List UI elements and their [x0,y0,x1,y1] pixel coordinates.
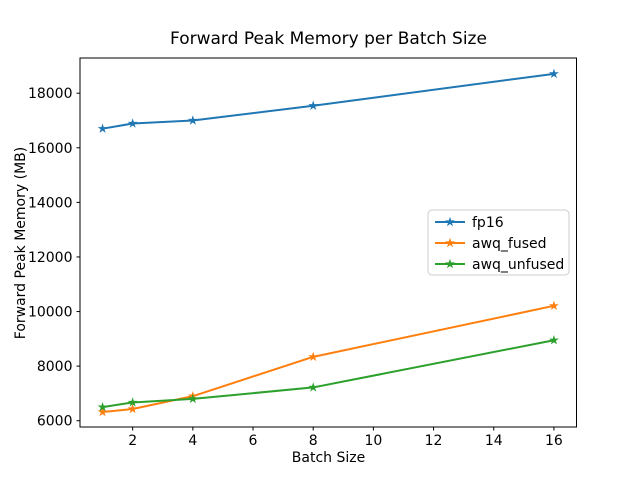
series-line-awq_unfused [101,339,555,409]
legend-label-awq_fused: awq_fused [472,236,547,252]
marker-awq_unfused-x8 [308,382,319,392]
marker-awq_fused-x16 [548,300,559,311]
y-tick-label-14000: 14000 [28,195,73,211]
axes-frame [79,57,577,428]
x-tick-label-8: 8 [309,433,318,449]
y-tick-label-8000: 8000 [37,359,73,375]
y-tick-label-12000: 12000 [28,250,73,266]
marker-awq_fused-x1 [97,406,108,417]
series-line-fp16 [101,72,555,130]
x-tick-label-6: 6 [249,433,258,449]
x-tick-label-14: 14 [485,433,503,449]
marker-awq_unfused-x16 [548,335,559,345]
x-tick-label-4: 4 [188,433,197,449]
legend-marker-fp16 [445,216,455,227]
marker-fp16-x1 [97,123,108,133]
x-tick-label-2: 2 [128,433,137,449]
y-tick-label-18000: 18000 [28,86,73,102]
marker-awq_unfused-x4 [187,393,198,404]
marker-fp16-x2 [127,118,138,128]
legend-marker-awq_unfused [445,258,455,269]
y-tick-label-6000: 6000 [37,414,73,430]
y-tick-label-16000: 16000 [28,141,73,157]
marker-fp16-x16 [548,68,559,79]
legend-label-fp16: fp16 [472,215,504,231]
y-tick-label-10000: 10000 [28,305,73,321]
marker-awq_unfused-x2 [127,397,138,407]
legend-label-awq_unfused: awq_unfused [472,257,564,273]
marker-awq_fused-x8 [308,351,319,362]
x-tick-label-12: 12 [425,433,443,449]
series-line-awq_fused [101,304,555,413]
marker-awq_unfused-x1 [97,401,108,412]
legend-box [427,209,570,276]
marker-fp16-x8 [308,100,319,110]
marker-awq_fused-x2 [127,403,138,414]
x-axis-label: Batch Size [291,450,366,466]
x-tick-label-10: 10 [364,433,382,449]
marker-fp16-x4 [187,115,198,125]
legend-marker-awq_fused [445,237,455,248]
chart-title: Forward Peak Memory per Batch Size [170,29,487,49]
x-tick-label-16: 16 [545,433,563,449]
